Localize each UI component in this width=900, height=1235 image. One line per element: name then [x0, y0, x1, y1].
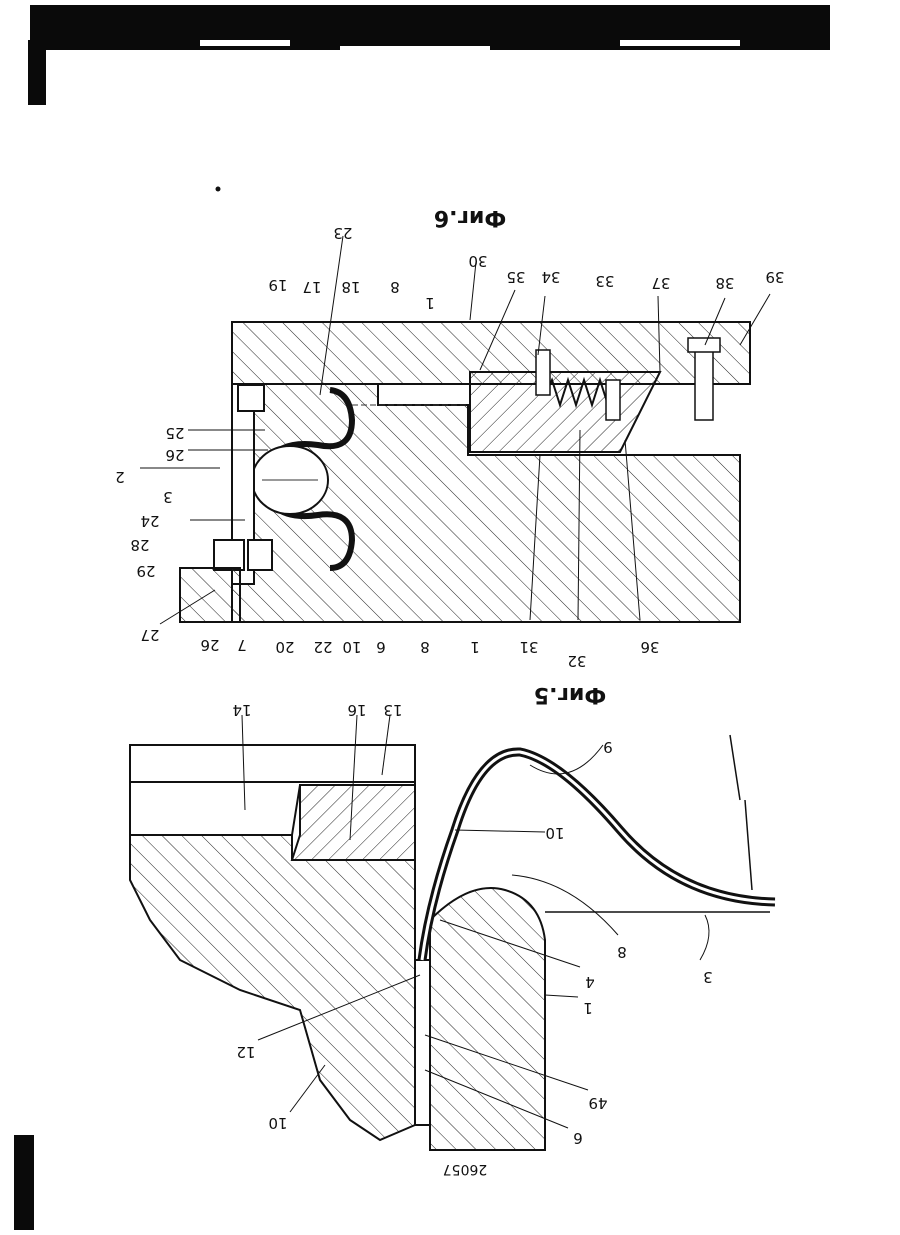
label-26: 26: [200, 636, 219, 654]
label-30: 30: [468, 252, 487, 270]
label-37: 37: [651, 274, 670, 292]
bolt-38: [695, 345, 713, 420]
label-6: 6: [573, 1129, 583, 1147]
label-23: 24: [140, 512, 159, 530]
label-10-top: 10: [342, 638, 361, 656]
label-49: 49: [588, 1094, 607, 1112]
label-7: 8: [617, 943, 627, 961]
label-21: 22: [313, 638, 332, 656]
label-7-top: 7: [237, 636, 247, 654]
page-number: 26057: [443, 1161, 488, 1177]
label-8: 9: [603, 738, 613, 756]
label-20: 20: [275, 638, 294, 656]
label-39: 39: [765, 268, 784, 286]
body-10: [130, 835, 415, 1140]
label-17: 17: [302, 278, 321, 296]
figure-6-caption: Фиг.6: [434, 205, 506, 230]
label-25: 26: [165, 446, 184, 464]
label-32: 32: [567, 652, 586, 670]
label-38: 38: [715, 274, 734, 292]
label-9: 10: [545, 824, 564, 842]
label-8-top: 8: [420, 638, 430, 656]
label-13: 13: [383, 701, 402, 719]
label-19: 19: [268, 276, 287, 294]
figure-6: Фиг.6 23 30 19 17 18 8 1: [115, 205, 784, 670]
figure-5: Фиг.5 14 16 13 9 10 8 3 4 1 12 49: [130, 682, 775, 1177]
figure-5-caption: Фиг.5: [534, 682, 606, 707]
label-10: 10: [268, 1114, 287, 1132]
label-1-top: 1: [425, 294, 435, 312]
label-12: 12: [236, 1043, 255, 1061]
label-36: 36: [640, 638, 659, 656]
label-6-top: 6: [376, 638, 386, 656]
label-24: 25: [165, 424, 184, 442]
label-35: 35: [506, 268, 525, 286]
block-32: [470, 372, 660, 452]
label-4: 4: [585, 973, 595, 991]
bolt-34: [536, 350, 550, 395]
label-33: 33: [595, 272, 614, 290]
label-34: 34: [541, 268, 560, 286]
label-3-top: 3: [163, 488, 173, 506]
label-3: 3: [703, 968, 713, 986]
label-1: 1: [583, 999, 593, 1017]
label-9-top: 8: [390, 278, 400, 296]
label-27: 27: [140, 626, 159, 644]
label-28: 28: [130, 536, 149, 554]
label-18: 18: [341, 278, 360, 296]
label-1-bottom: 1: [470, 638, 480, 656]
block-13: [292, 785, 415, 860]
label-31: 31: [519, 638, 538, 656]
slot-9: [415, 960, 430, 1125]
block-1: [430, 888, 545, 1150]
label-2: 2: [115, 468, 125, 486]
label-29: 29: [136, 562, 155, 580]
